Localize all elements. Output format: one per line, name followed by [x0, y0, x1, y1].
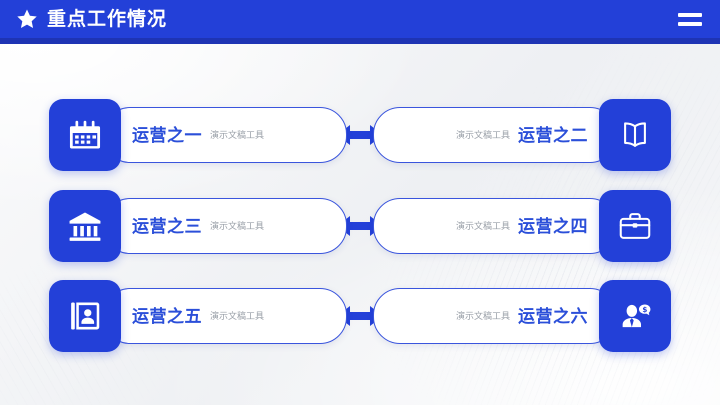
open-book-icon-box[interactable] — [599, 99, 671, 171]
row-1-left-item[interactable]: 运营之一 演示文稿工具 — [49, 99, 347, 171]
item-subtitle: 演示文稿工具 — [455, 310, 510, 321]
double-arrow-icon — [337, 125, 383, 145]
row-1-connector — [337, 122, 383, 148]
item-title: 运营之四 — [518, 216, 588, 236]
row-1-right-item[interactable]: 演示文稿工具 运营之二 — [373, 99, 671, 171]
row-2-right-pill[interactable]: 演示文稿工具 运营之四 — [373, 198, 617, 254]
menu-bar-2 — [678, 22, 702, 26]
svg-text:$: $ — [642, 305, 647, 314]
row-3-right-pill[interactable]: 演示文稿工具 运营之六 — [373, 288, 617, 344]
menu-bar-1 — [678, 13, 702, 17]
row-3-left-item[interactable]: 运营之五 演示文稿工具 — [49, 280, 347, 352]
item-title: 运营之五 — [132, 306, 202, 326]
row-2-connector — [337, 213, 383, 239]
contact-book-icon-box[interactable] — [49, 280, 121, 352]
item-title: 运营之三 — [132, 216, 202, 236]
contact-book-icon — [71, 302, 100, 330]
row-1-left-pill[interactable]: 运营之一 演示文稿工具 — [103, 107, 347, 163]
item-subtitle: 演示文稿工具 — [210, 129, 265, 140]
item-title: 运营之一 — [132, 125, 202, 145]
header-underline — [0, 38, 720, 44]
person-money-icon-box[interactable]: $ — [599, 280, 671, 352]
calendar-icon — [69, 120, 101, 149]
content-row: 运营之五 演示文稿工具 演示文稿工具 运营之六 — [0, 280, 720, 352]
item-subtitle: 演示文稿工具 — [455, 220, 510, 231]
header-bar: 重点工作情况 — [0, 0, 720, 38]
row-3-connector — [337, 303, 383, 329]
background-swirl-bottom-right — [330, 150, 720, 405]
briefcase-icon — [619, 213, 651, 239]
bank-building-icon — [69, 212, 101, 241]
calendar-icon-box[interactable] — [49, 99, 121, 171]
page-title: 重点工作情况 — [47, 8, 168, 30]
item-title: 运营之六 — [518, 306, 588, 326]
item-subtitle: 演示文稿工具 — [455, 129, 510, 140]
row-2-right-item[interactable]: 演示文稿工具 运营之四 — [373, 190, 671, 262]
row-2-left-pill[interactable]: 运营之三 演示文稿工具 — [103, 198, 347, 254]
content-row: 运营之一 演示文稿工具 演示文稿工具 运营之二 — [0, 99, 720, 171]
row-3-left-pill[interactable]: 运营之五 演示文稿工具 — [103, 288, 347, 344]
row-3-right-item[interactable]: 演示文稿工具 运营之六 $ — [373, 280, 671, 352]
item-subtitle: 演示文稿工具 — [210, 310, 265, 321]
open-book-icon — [624, 122, 646, 147]
hamburger-menu-icon[interactable] — [678, 13, 702, 26]
person-money-icon: $ — [622, 304, 651, 328]
content-row: 运营之三 演示文稿工具 演示文稿工具 运营之四 — [0, 190, 720, 262]
bank-building-icon-box[interactable] — [49, 190, 121, 262]
star-icon — [17, 9, 37, 28]
item-subtitle: 演示文稿工具 — [210, 220, 265, 231]
item-title: 运营之二 — [518, 125, 588, 145]
briefcase-icon-box[interactable] — [599, 190, 671, 262]
double-arrow-icon — [337, 216, 383, 236]
double-arrow-icon — [337, 306, 383, 326]
row-2-left-item[interactable]: 运营之三 演示文稿工具 — [49, 190, 347, 262]
row-1-right-pill[interactable]: 演示文稿工具 运营之二 — [373, 107, 617, 163]
